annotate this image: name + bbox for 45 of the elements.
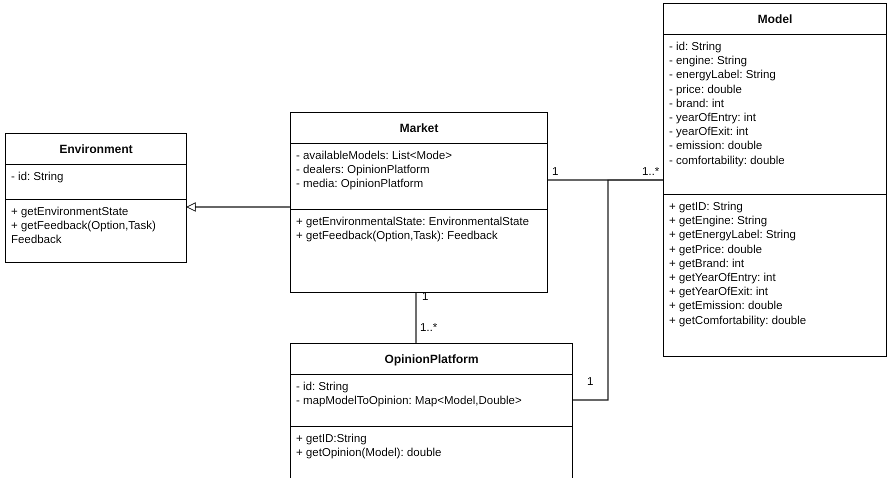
class-name: Market [400,121,438,135]
multiplicity-label: 1..* [420,322,438,334]
attribute: - emission: double [669,139,764,154]
attribute: - id: String [669,40,722,54]
class-name: Environment [59,142,133,156]
multiplicity-label: 1 [587,376,594,388]
association-line [415,293,417,343]
method: + getYearOfEntry: int [669,271,777,286]
association-line [573,179,663,401]
attribute: - price: double [669,82,743,97]
attribute: - availableModels: List<Mode> [296,149,453,164]
method: + getEnergyLabel: String [669,228,797,243]
method: + getID:String [296,432,368,446]
method: + getID: String [669,200,744,214]
method: + getBrand: int [669,256,746,272]
multiplicity-label: 1 [552,166,558,178]
attribute: - media: OpinionPlatform [296,177,424,192]
class-box [290,343,573,478]
method: + getOpinion(Model): double [296,446,442,460]
method: + getYearOfExit: int [669,285,769,300]
method: + getEnvironmentState [11,205,130,220]
attribute: - comfortability: double [669,154,786,168]
class-box [663,3,887,357]
attribute: - dealers: OpinionPlatform [296,163,431,178]
multiplicity-label: 1..* [642,166,660,178]
attribute: - engine: String [669,54,748,68]
attribute: - brand: int [669,96,725,112]
method: + getPrice: double [669,242,764,257]
method: + getFeedback(Option,Task): Feedback [296,229,499,244]
attribute: - yearOfEntry: int [669,111,757,126]
class-box [5,133,187,263]
class-name: OpinionPlatform [384,352,478,366]
class-box [290,112,548,293]
method: + getComfortability: double [669,314,808,328]
inheritance-arrow [186,202,290,212]
attribute: - mapModelToOpinion: Map<Model,Double> [296,394,523,408]
method: + getEmission: double [669,299,784,314]
class-name: Model [758,12,792,26]
attribute: - id: String [296,380,350,394]
method: + getEngine: String [669,214,768,228]
attribute: - energyLabel: String [669,68,777,83]
method: + getEnvironmentalState: EnvironmentalState [296,215,530,230]
attribute: - yearOfExit: int [669,125,750,140]
method: + getFeedback(Option,Task) Feedback [11,219,157,248]
attribute: - id: String [11,170,64,184]
